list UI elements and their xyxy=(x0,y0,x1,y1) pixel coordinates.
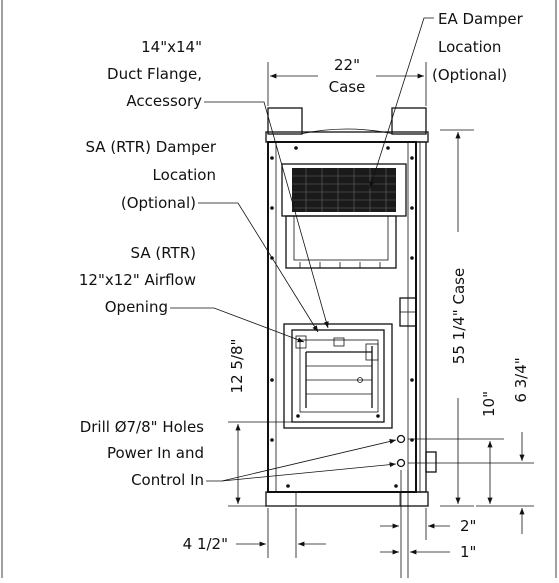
duct-flange-line-3: Accessory xyxy=(126,92,202,110)
case-height-label: 55 1/4" Case xyxy=(450,268,468,364)
sa-opening-line-3: Opening xyxy=(105,298,168,316)
right-top-block xyxy=(391,107,427,135)
unit-cabinet xyxy=(265,107,437,507)
case-width-value: 22" xyxy=(334,56,360,74)
airflow-opening xyxy=(299,339,379,413)
callout-sa-opening: SA (RTR) 12"x12" Airflow Opening xyxy=(79,244,305,343)
drill-line-3: Control In xyxy=(131,471,204,489)
base-rail xyxy=(265,491,429,507)
right-offset-bottom-label: 1" xyxy=(460,543,476,561)
knockout-holes xyxy=(396,434,406,468)
right-offset-top-label: 2" xyxy=(460,517,476,535)
case-width-label: Case xyxy=(329,78,366,96)
dim-hole-lower: 6 3/4" xyxy=(408,357,534,534)
hole-upper-label: 10" xyxy=(480,391,498,417)
sa-opening-assembly xyxy=(283,323,393,429)
drill-line-2: Power In and xyxy=(107,444,204,462)
opening-height-label: 12 5/8" xyxy=(228,339,246,394)
power-in-hole xyxy=(396,434,406,444)
callout-sa-damper: SA (RTR) Damper Location (Optional) xyxy=(86,138,319,333)
sa-damper-line-1: SA (RTR) Damper xyxy=(86,138,217,156)
callout-drill-holes: Drill Ø7/8" Holes Power In and Control I… xyxy=(80,418,397,489)
dim-hole-upper: 10" xyxy=(408,391,504,504)
dim-opening-height: 12 5/8" xyxy=(228,339,292,507)
sa-damper-line-3: (Optional) xyxy=(121,194,196,212)
dim-right-offsets: 2" 1" xyxy=(380,470,476,578)
left-offset-label: 4 1/2" xyxy=(183,535,228,553)
ea-damper-line-3: (Optional) xyxy=(432,66,507,84)
side-panel xyxy=(415,141,427,493)
sa-opening-line-2: 12"x12" Airflow xyxy=(79,271,196,289)
ea-damper-assembly xyxy=(281,163,407,269)
sa-opening-line-1: SA (RTR) xyxy=(131,244,196,262)
control-in-hole xyxy=(396,458,406,468)
drill-line-1: Drill Ø7/8" Holes xyxy=(80,418,204,436)
hole-lower-label: 6 3/4" xyxy=(512,357,530,402)
callout-duct-flange: 14"x14" Duct Flange, Accessory xyxy=(107,38,329,329)
sa-damper-line-2: Location xyxy=(153,166,216,184)
duct-flange-line-1: 14"x14" xyxy=(141,38,202,56)
ea-damper-line-1: EA Damper xyxy=(438,10,524,28)
left-top-block xyxy=(267,107,303,135)
duct-flange-line-2: Duct Flange, xyxy=(107,65,202,83)
dim-left-offset: 4 1/2" xyxy=(183,508,326,558)
right-fitting xyxy=(425,451,437,473)
dim-case-height: 55 1/4" Case xyxy=(440,129,474,507)
ea-damper-grille xyxy=(292,168,396,212)
ea-damper-line-2: Location xyxy=(438,38,501,56)
duct-flange xyxy=(283,323,393,429)
dim-case-width: 22" Case xyxy=(267,56,427,106)
rivets xyxy=(270,146,414,488)
callout-ea-damper: EA Damper Location (Optional) xyxy=(369,10,524,189)
